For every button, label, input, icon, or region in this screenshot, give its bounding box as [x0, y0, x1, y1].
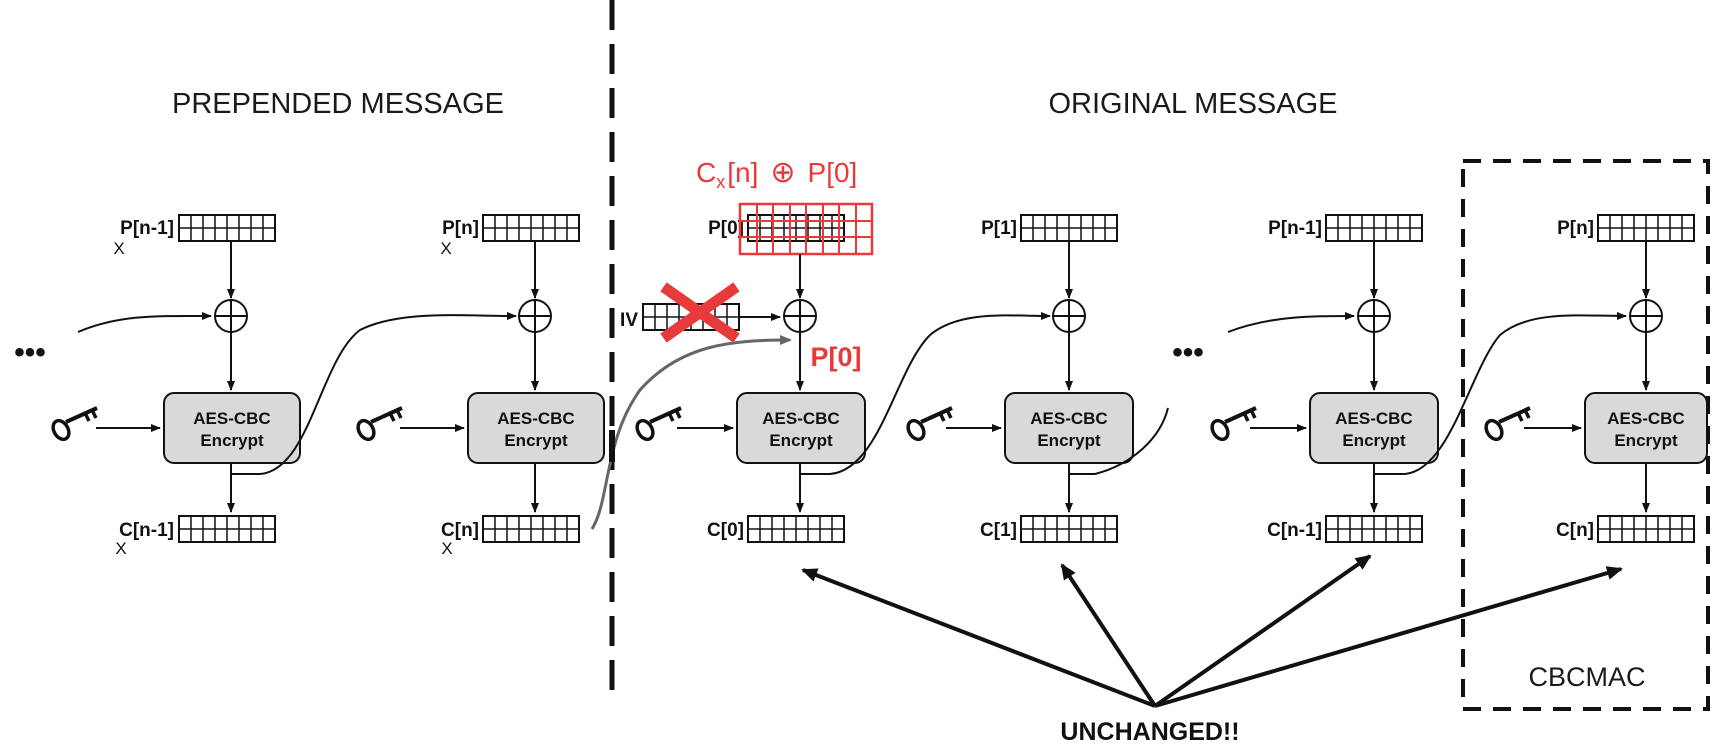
- cipher-label: C[1]: [980, 520, 1017, 541]
- ciphertext-block: [178, 515, 276, 543]
- plain-label: P[n-1]: [120, 218, 174, 239]
- key-icon: [631, 406, 683, 445]
- stage-original-0: P[0] AES-CBC Encrypt C[0] IV: [620, 202, 1051, 543]
- cipher-label: C[n]: [1556, 520, 1594, 541]
- chain-across-divider: [590, 335, 792, 530]
- ellipsis-left: •••: [14, 336, 46, 369]
- plaintext-block: [482, 214, 580, 242]
- plaintext-block: [1325, 214, 1423, 242]
- plain-label: P[1]: [981, 218, 1017, 239]
- ciphertext-block: [1020, 515, 1118, 543]
- encrypt-label-2: Encrypt: [1037, 431, 1101, 450]
- encrypt-label-1: AES-CBC: [1030, 409, 1107, 428]
- plain-label: P[n-1]: [1268, 218, 1322, 239]
- encrypt-box: [1584, 392, 1708, 464]
- stage-original-2: P[n-1] AES-CBC Encrypt C[n-1]: [1206, 214, 1627, 543]
- xor-icon: [518, 299, 552, 333]
- red-annotation-xor-formula: Cx[n]⊕P[0]: [696, 156, 857, 192]
- encrypt-box: [1309, 392, 1439, 464]
- unchanged-arrows: [801, 554, 1623, 708]
- encrypt-label-1: AES-CBC: [1607, 409, 1684, 428]
- encrypt-label-2: Encrypt: [1342, 431, 1406, 450]
- encrypt-box: [163, 392, 301, 464]
- xor-icon: [1052, 299, 1086, 333]
- plain-subscript: X: [113, 239, 124, 258]
- iv-label: IV: [620, 310, 638, 331]
- cipher-subscript: X: [441, 539, 452, 558]
- encrypt-box: [467, 392, 605, 464]
- plaintext-block: [1020, 214, 1118, 242]
- ciphertext-block: [1597, 515, 1695, 543]
- encrypt-box: [736, 392, 866, 464]
- stage-original-3: P[n] AES-CBC Encrypt C[n]: [1480, 214, 1708, 543]
- stage-original-1: P[1] AES-CBC Encrypt C[1]: [902, 214, 1169, 543]
- cipher-label: C[0]: [707, 520, 744, 541]
- plain-label: P[0]: [708, 218, 744, 239]
- cipher-label: C[n]: [441, 520, 479, 541]
- xor-icon: [783, 299, 817, 333]
- xor-icon: [214, 299, 248, 333]
- plain-label: P[n]: [442, 218, 479, 239]
- encrypt-label-2: Encrypt: [769, 431, 833, 450]
- key-icon: [1480, 406, 1532, 445]
- encrypt-label-1: AES-CBC: [497, 409, 574, 428]
- plaintext-block: [1597, 214, 1695, 242]
- encrypt-box: [1004, 392, 1134, 464]
- xor-icon: [1629, 299, 1663, 333]
- encrypt-label-1: AES-CBC: [193, 409, 270, 428]
- cipher-label: C[n-1]: [119, 520, 174, 541]
- ellipsis-middle: •••: [1172, 336, 1204, 369]
- key-icon: [352, 406, 404, 445]
- cipher-label: C[n-1]: [1267, 520, 1322, 541]
- encrypt-label-2: Encrypt: [1614, 431, 1678, 450]
- key-icon: [1206, 406, 1258, 445]
- key-icon: [902, 406, 954, 445]
- cipher-subscript: X: [115, 539, 126, 558]
- stage-prepended-2: P[n] X AES-CBC Encrypt C[n] X: [352, 214, 605, 558]
- xor-icon: [1357, 299, 1391, 333]
- key-icon: [47, 406, 99, 445]
- encrypt-label-1: AES-CBC: [1335, 409, 1412, 428]
- stage-prepended-1: P[n-1] X AES-CBC Encrypt C[n-1] X: [47, 214, 517, 558]
- ciphertext-block: [482, 515, 580, 543]
- section-title-original: ORIGINAL MESSAGE: [1049, 88, 1338, 120]
- red-plaintext-overlay: [738, 202, 874, 256]
- plain-subscript: X: [440, 239, 451, 258]
- iv-crossed-out-icon: [660, 282, 740, 343]
- cbcmac-label: CBCMAC: [1528, 662, 1645, 692]
- ciphertext-block: [747, 515, 845, 543]
- ciphertext-block: [1325, 515, 1423, 543]
- section-title-prepended: PREPENDED MESSAGE: [172, 88, 504, 120]
- encrypt-label-2: Encrypt: [200, 431, 264, 450]
- encrypt-label-1: AES-CBC: [762, 409, 839, 428]
- plaintext-block: [178, 214, 276, 242]
- plain-label: P[n]: [1557, 218, 1594, 239]
- unchanged-label: UNCHANGED!!: [1060, 718, 1239, 744]
- red-p0-label: P[0]: [810, 342, 861, 372]
- encrypt-label-2: Encrypt: [504, 431, 568, 450]
